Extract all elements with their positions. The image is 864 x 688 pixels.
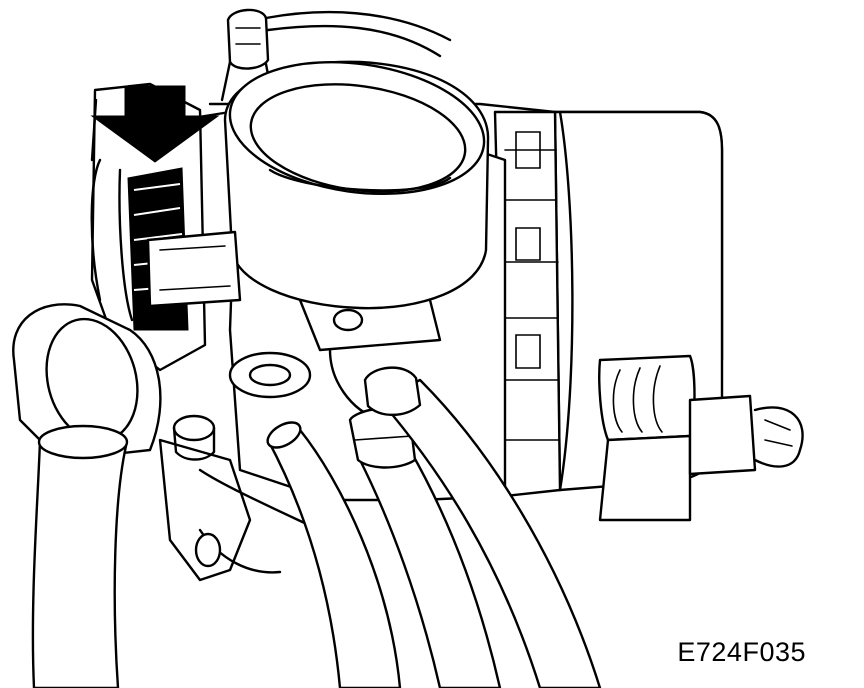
top-sensor-connector (220, 8, 452, 102)
throttle-pulley (90, 82, 242, 372)
left-hose (12, 303, 162, 688)
location-arrow (90, 85, 220, 163)
electrical-connector (598, 354, 804, 522)
coolant-hose-1 (266, 421, 402, 688)
figure-code: E724F035 (677, 637, 806, 667)
mounting-boss (172, 351, 312, 461)
air-intake-bore (223, 60, 490, 310)
